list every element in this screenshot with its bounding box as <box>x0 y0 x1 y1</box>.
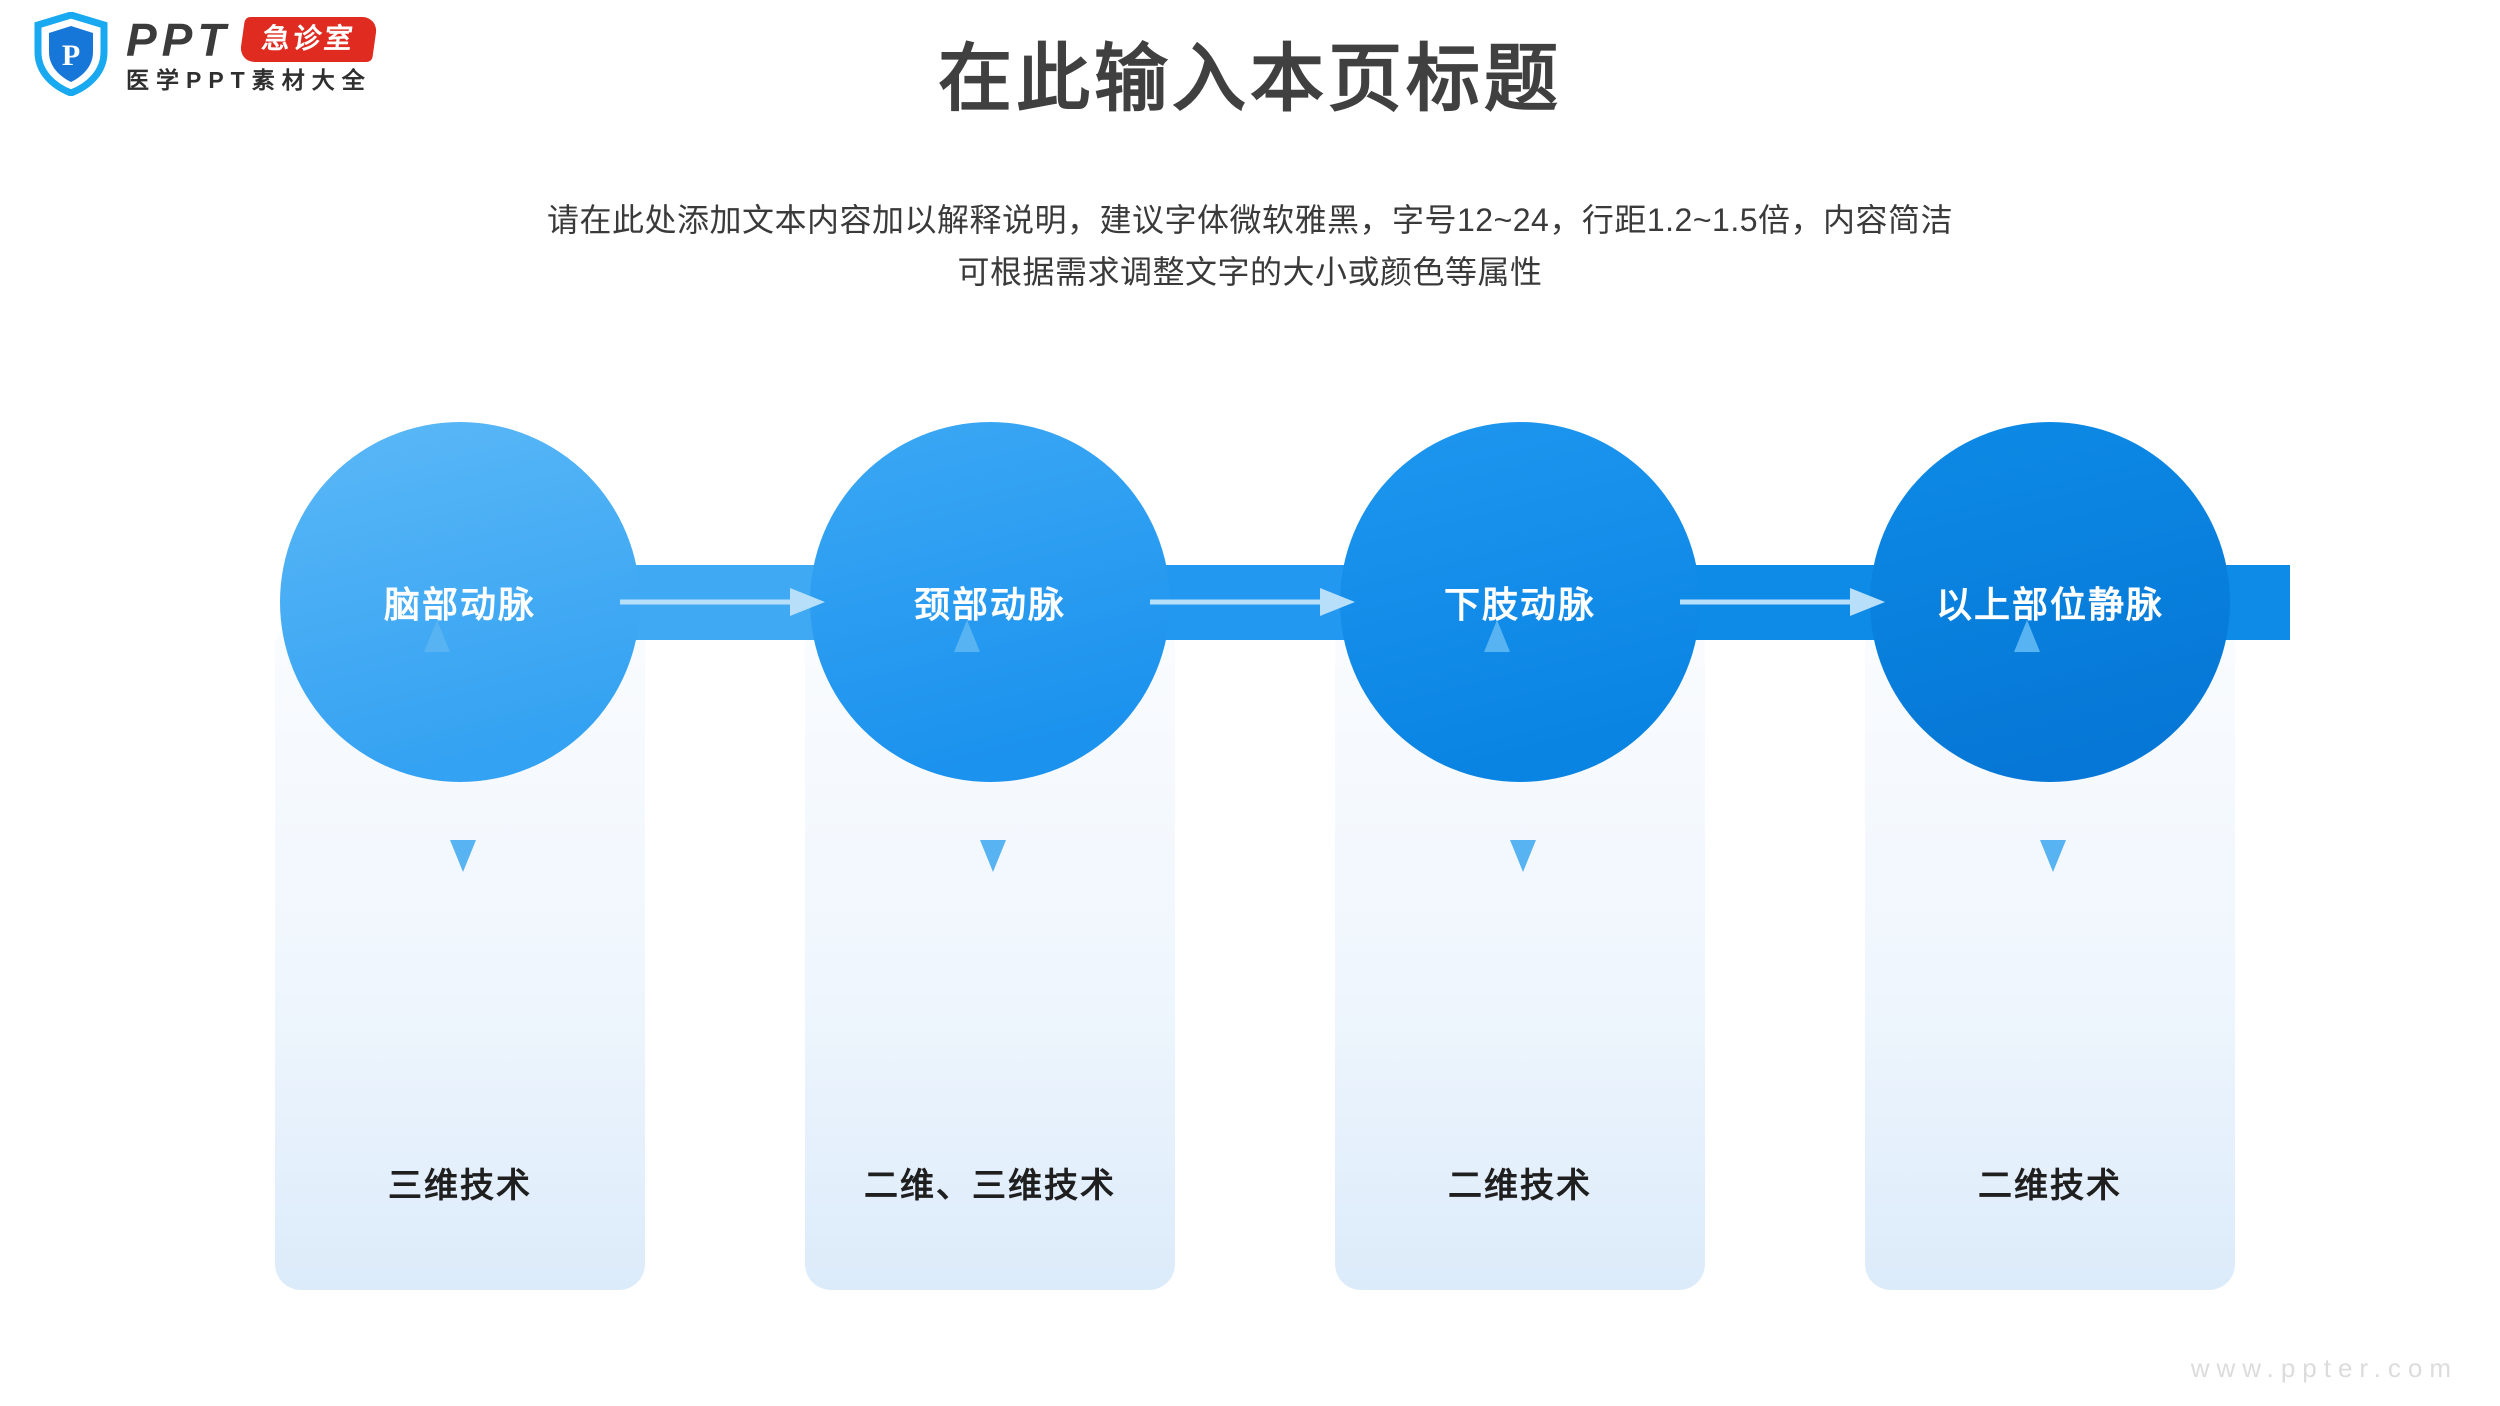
node-label-1[interactable]: 脑部动脉 <box>383 584 536 625</box>
page-subtitle: 请在此处添加文本内容加以解释说明，建议字体微软雅黑，字号12~24，行距1.2~… <box>0 195 2500 299</box>
page-subtitle-line-2: 可根据需求调整文字的大小或颜色等属性 <box>957 253 1543 290</box>
node-label-2[interactable]: 颈部动脉 <box>913 584 1066 625</box>
card-backgrounds <box>275 620 2235 1290</box>
logo-tagline: 医学PPT素材大全 <box>126 66 372 93</box>
node-label-3[interactable]: 下肢动脉 <box>1443 584 1596 625</box>
shield-logo-icon: P <box>34 11 108 97</box>
page-title: 在此输入本页标题 <box>938 37 1562 120</box>
brand-logo: P PPT 急诊室 医学PPT素材大全 <box>34 11 379 97</box>
node-circles <box>280 422 2230 782</box>
card-vertical-arrows <box>424 620 2066 872</box>
card-label-3[interactable]: 二维技术 <box>1448 1167 1592 1205</box>
process-diagram: 脑部动脉 颈部动脉 下肢动脉 以上部位静脉 三维技术 二维、三维技术 二维技术 … <box>0 380 2500 1320</box>
footer-watermark: www.ppter.com <box>2190 1353 2458 1383</box>
node-label-4[interactable]: 以上部位静脉 <box>1935 584 2164 625</box>
card-label-1[interactable]: 三维技术 <box>388 1167 532 1205</box>
logo-ppt-text: PPT <box>126 13 231 66</box>
card-label-4[interactable]: 二维技术 <box>1978 1167 2122 1205</box>
page-subtitle-line-1: 请在此处添加文本内容加以解释说明，建议字体微软雅黑，字号12~24，行距1.2~… <box>546 202 1954 238</box>
flow-arrows <box>620 588 1885 616</box>
svg-text:P: P <box>62 39 80 72</box>
card-label-2[interactable]: 二维、三维技术 <box>864 1167 1116 1205</box>
